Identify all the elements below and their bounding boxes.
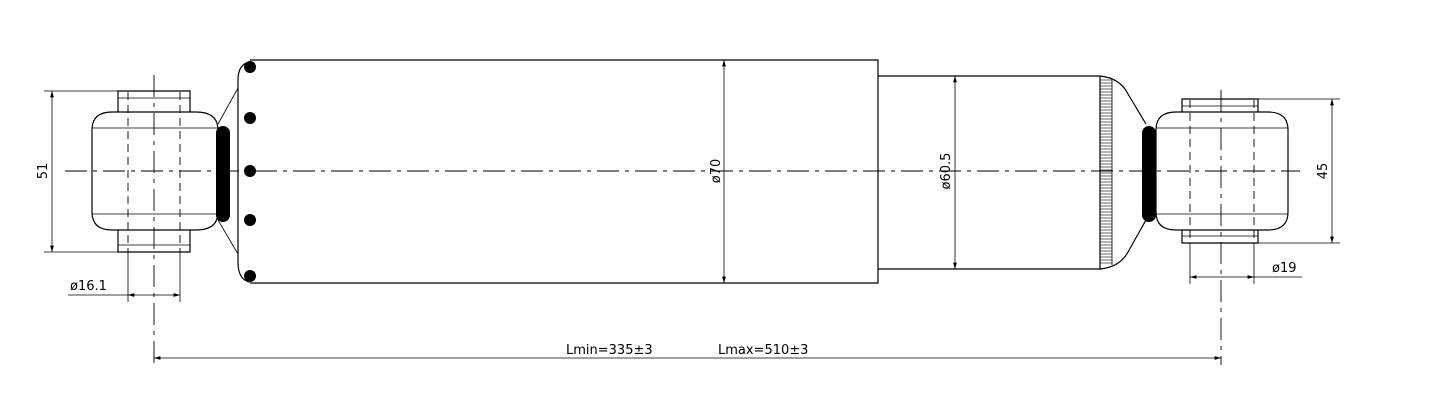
dim-right-bore-label: ø19 <box>1272 261 1297 276</box>
dust-cover <box>878 75 1156 270</box>
dim-left-eye-height: 51 <box>36 90 118 253</box>
dim-right-bore: ø19 <box>1189 243 1302 284</box>
dim-right-eye-height-label: 45 <box>1316 163 1331 180</box>
left-mounting-eye <box>91 75 230 365</box>
dim-body-diameter-label: ø70 <box>709 159 724 184</box>
dim-length-min-label: Lmin=335±3 <box>566 343 653 358</box>
dim-left-bore-label: ø16.1 <box>70 279 107 294</box>
dim-right-eye-height: 45 <box>1258 98 1340 244</box>
knurled-band <box>1100 79 1112 264</box>
right-mounting-eye <box>1155 90 1289 365</box>
dim-overall-length: Lmin=335±3 Lmax=510±3 <box>154 343 1221 360</box>
left-rubber-washer <box>216 126 230 222</box>
dim-rod-diameter-label: ø60.5 <box>939 153 954 190</box>
right-rubber-washer <box>1142 126 1156 222</box>
dim-left-bore: ø16.1 <box>68 252 181 302</box>
dim-left-eye-height-label: 51 <box>36 163 51 180</box>
body-tube <box>217 59 879 284</box>
dim-length-max-label: Lmax=510±3 <box>718 343 808 358</box>
dim-body-diameter: ø70 <box>709 60 726 283</box>
dim-rod-diameter: ø60.5 <box>939 76 957 269</box>
